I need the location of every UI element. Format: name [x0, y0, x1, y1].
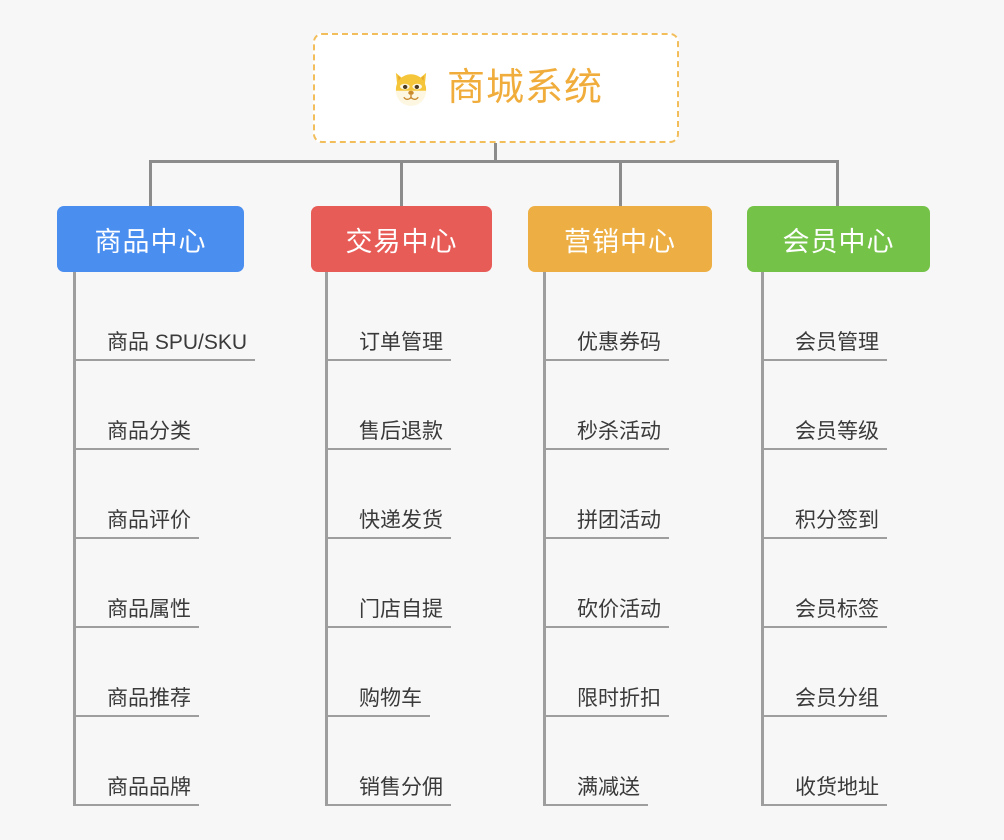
leaf-label: 满减送 [577, 775, 640, 799]
leaf-underline [73, 804, 199, 806]
connector-drop-member-center [836, 160, 839, 207]
list-item[interactable]: 会员管理 [761, 272, 887, 361]
leaf-underline [761, 537, 887, 539]
list-item[interactable]: 商品推荐 [73, 628, 247, 717]
leaf-column-member-center: 会员管理 会员等级 积分签到 会员标签 会员分组 收货地址 [761, 272, 887, 806]
category-label: 交易中心 [345, 226, 458, 257]
list-item[interactable]: 拼团活动 [543, 450, 669, 539]
leaf-underline [543, 359, 669, 361]
leaf-underline [325, 626, 451, 628]
root-node-mall-system[interactable]: 商城系统 [313, 33, 679, 143]
leaf-label: 商品属性 [107, 597, 191, 621]
leaf-label: 收货地址 [795, 775, 879, 799]
leaf-label: 商品推荐 [107, 686, 191, 710]
category-box-marketing-center[interactable]: 营销中心 [528, 206, 712, 272]
list-item[interactable]: 订单管理 [325, 272, 451, 361]
list-item[interactable]: 砍价活动 [543, 539, 669, 628]
leaf-underline [325, 804, 451, 806]
column-spine [543, 272, 546, 806]
list-item[interactable]: 购物车 [325, 628, 443, 717]
leaf-underline [325, 448, 451, 450]
root-node-title: 商城系统 [446, 67, 603, 109]
leaf-label: 会员分组 [795, 686, 879, 710]
leaf-label: 快递发货 [359, 508, 443, 532]
category-label: 会员中心 [782, 226, 895, 257]
leaf-label: 拼团活动 [577, 508, 661, 532]
leaf-underline [543, 626, 669, 628]
leaf-label: 商品品牌 [107, 775, 191, 799]
category-box-member-center[interactable]: 会员中心 [747, 206, 930, 272]
list-item[interactable]: 满减送 [543, 717, 661, 806]
list-item[interactable]: 商品属性 [73, 539, 247, 628]
list-item[interactable]: 会员分组 [761, 628, 887, 717]
leaf-column-marketing-center: 优惠券码 秒杀活动 拼团活动 砍价活动 限时折扣 满减送 [543, 272, 669, 806]
leaf-label: 订单管理 [359, 330, 443, 354]
leaf-underline [73, 537, 199, 539]
connector-root-drop [494, 143, 497, 162]
column-spine [73, 272, 76, 806]
connector-drop-marketing-center [619, 160, 622, 207]
leaf-underline [73, 448, 199, 450]
column-spine [761, 272, 764, 806]
list-item[interactable]: 商品分类 [73, 361, 247, 450]
leaf-label: 商品分类 [107, 419, 191, 443]
leaf-label: 销售分佣 [359, 775, 443, 799]
list-item[interactable]: 秒杀活动 [543, 361, 669, 450]
list-item[interactable]: 商品品牌 [73, 717, 247, 806]
leaf-underline [543, 804, 648, 806]
leaf-label: 会员等级 [795, 419, 879, 443]
list-item[interactable]: 门店自提 [325, 539, 451, 628]
leaf-label: 门店自提 [359, 597, 443, 621]
list-item[interactable]: 商品评价 [73, 450, 247, 539]
list-item[interactable]: 收货地址 [761, 717, 887, 806]
list-item[interactable]: 快递发货 [325, 450, 451, 539]
connector-drop-product-center [149, 160, 152, 207]
leaf-underline [761, 448, 887, 450]
leaf-label: 限时折扣 [577, 686, 661, 710]
leaf-label: 秒杀活动 [577, 419, 661, 443]
list-item[interactable]: 限时折扣 [543, 628, 669, 717]
list-item[interactable]: 商品 SPU/SKU [73, 272, 255, 361]
leaf-label: 商品 SPU/SKU [107, 330, 248, 354]
leaf-underline [761, 715, 887, 717]
list-item[interactable]: 优惠券码 [543, 272, 669, 361]
leaf-underline [761, 804, 887, 806]
leaf-underline [325, 715, 430, 717]
category-box-trade-center[interactable]: 交易中心 [311, 206, 492, 272]
leaf-label: 会员管理 [795, 330, 879, 354]
list-item[interactable]: 积分签到 [761, 450, 887, 539]
connector-drop-trade-center [400, 160, 403, 207]
leaf-underline [761, 626, 887, 628]
connector-horizontal-bus [149, 160, 839, 163]
leaf-underline [73, 715, 199, 717]
leaf-underline [73, 359, 255, 361]
leaf-label: 购物车 [359, 686, 422, 710]
category-label: 营销中心 [564, 226, 676, 257]
shiba-dog-face-icon [389, 66, 433, 110]
leaf-underline [325, 359, 451, 361]
leaf-label: 积分签到 [795, 508, 879, 532]
category-label: 商品中心 [94, 226, 207, 257]
leaf-label: 优惠券码 [577, 330, 661, 354]
leaf-underline [543, 448, 669, 450]
list-item[interactable]: 会员标签 [761, 539, 887, 628]
leaf-underline [325, 537, 451, 539]
leaf-column-product-center: 商品 SPU/SKU 商品分类 商品评价 商品属性 商品推荐 商品品牌 [73, 272, 255, 806]
list-item[interactable]: 销售分佣 [325, 717, 451, 806]
leaf-column-trade-center: 订单管理 售后退款 快递发货 门店自提 购物车 销售分佣 [325, 272, 451, 806]
category-box-product-center[interactable]: 商品中心 [57, 206, 244, 272]
list-item[interactable]: 会员等级 [761, 361, 887, 450]
leaf-label: 商品评价 [107, 508, 191, 532]
list-item[interactable]: 售后退款 [325, 361, 451, 450]
leaf-label: 砍价活动 [577, 597, 661, 621]
leaf-underline [761, 359, 887, 361]
leaf-label: 售后退款 [359, 419, 443, 443]
column-spine [325, 272, 328, 806]
leaf-underline [543, 537, 669, 539]
leaf-underline [543, 715, 669, 717]
leaf-underline [73, 626, 199, 628]
leaf-label: 会员标签 [795, 597, 879, 621]
